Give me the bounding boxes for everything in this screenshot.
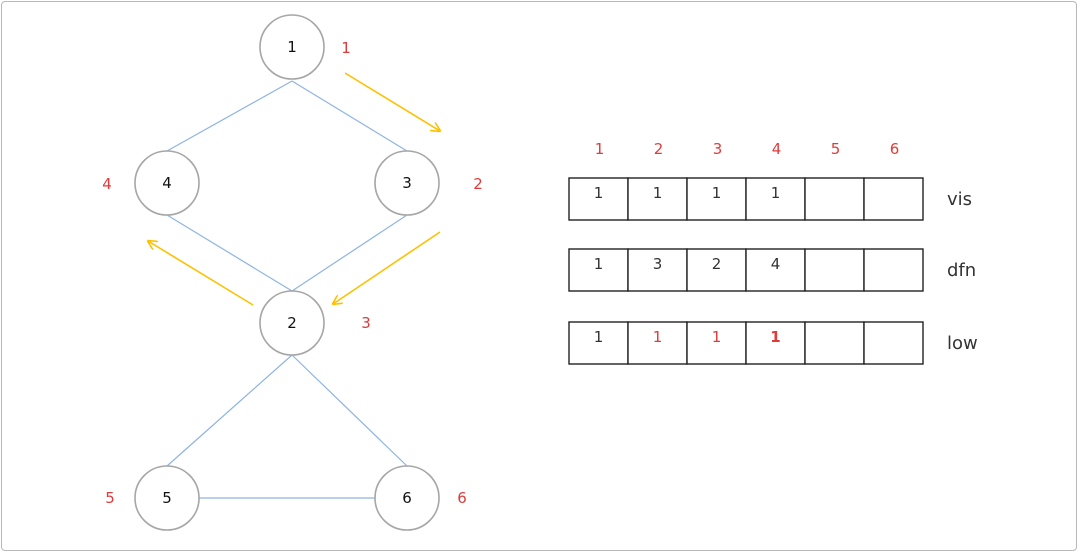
table-cell <box>863 248 924 292</box>
node-label: 1 <box>287 38 297 56</box>
table-cell <box>568 248 629 292</box>
row-dfn: 1 3 2 4 dfn <box>568 248 976 292</box>
table-cell <box>745 177 806 221</box>
cell-value: 1 <box>594 184 604 202</box>
column-index-label: 2 <box>654 140 664 158</box>
cell-value: 1 <box>712 328 722 346</box>
state-table: 1 2 3 4 5 6 1 1 1 1 vis 1 3 2 4 dfn 1 1 1 1 low <box>568 140 978 365</box>
cell-value: 1 <box>771 184 781 202</box>
cell-value: 1 <box>594 255 604 273</box>
table-cell <box>627 177 688 221</box>
node-3: 3 <box>374 150 440 216</box>
edge-1-3 <box>291 80 408 152</box>
table-cell <box>627 248 688 292</box>
node-2: 2 <box>259 290 325 356</box>
visit-order-label: 4 <box>102 175 112 193</box>
visit-order-label: 1 <box>341 39 351 57</box>
edge-3-2 <box>291 214 408 292</box>
traversal-arrow-3-to-2 <box>333 231 441 304</box>
visit-order-label: 2 <box>473 175 483 193</box>
table-cell <box>568 321 629 365</box>
cell-value: 1 <box>712 184 722 202</box>
traversal-arrow-1-to-3 <box>344 72 440 131</box>
table-cell <box>745 248 806 292</box>
visit-order-label: 5 <box>105 489 115 507</box>
table-cell <box>863 321 924 365</box>
node-label: 2 <box>287 314 297 332</box>
graph-edges <box>166 80 408 499</box>
node-1: 1 <box>259 14 325 80</box>
table-cell <box>804 248 865 292</box>
column-index-label: 3 <box>713 140 723 158</box>
row-vis: 1 1 1 1 vis <box>568 177 972 221</box>
node-label: 3 <box>402 174 412 192</box>
cell-value: 3 <box>653 255 663 273</box>
traversal-arrow-2-to-4 <box>148 241 254 306</box>
row-label: low <box>947 333 978 354</box>
table-cell <box>804 321 865 365</box>
row-low: 1 1 1 1 low <box>568 321 978 365</box>
row-label: vis <box>947 189 972 210</box>
node-circle <box>259 14 325 80</box>
cell-value: 1 <box>770 328 780 346</box>
edge-1-4 <box>166 80 293 152</box>
cell-value: 4 <box>771 255 781 273</box>
node-label: 6 <box>402 489 412 507</box>
column-index-label: 6 <box>890 140 900 158</box>
table-cell <box>686 177 747 221</box>
node-circle <box>374 150 440 216</box>
node-circle <box>259 290 325 356</box>
cell-value: 2 <box>712 255 722 273</box>
traversal-arrows <box>148 72 441 306</box>
column-index-label: 4 <box>772 140 782 158</box>
cell-value: 1 <box>594 328 604 346</box>
table-cell <box>686 248 747 292</box>
column-index-label: 5 <box>831 140 841 158</box>
node-label: 5 <box>162 489 172 507</box>
node-circle <box>134 465 200 531</box>
cell-value: 1 <box>653 328 663 346</box>
edge-2-5 <box>166 354 293 467</box>
node-6: 6 <box>374 465 440 531</box>
visit-order-label: 3 <box>361 314 371 332</box>
node-label: 4 <box>162 174 172 192</box>
edge-2-6 <box>291 354 408 467</box>
table-cell <box>568 177 629 221</box>
node-circle <box>134 150 200 216</box>
node-circle <box>374 465 440 531</box>
edge-4-2 <box>166 214 293 292</box>
column-index-label: 1 <box>595 140 605 158</box>
node-5: 5 <box>134 465 200 531</box>
cell-value: 1 <box>653 184 663 202</box>
row-label: dfn <box>947 260 976 281</box>
visit-order-label: 6 <box>457 489 467 507</box>
table-cell <box>627 321 688 365</box>
table-cell <box>863 177 924 221</box>
table-cell <box>804 177 865 221</box>
node-4: 4 <box>134 150 200 216</box>
graph-nodes: 1 1 4 4 3 2 2 3 5 5 6 6 <box>102 14 483 531</box>
